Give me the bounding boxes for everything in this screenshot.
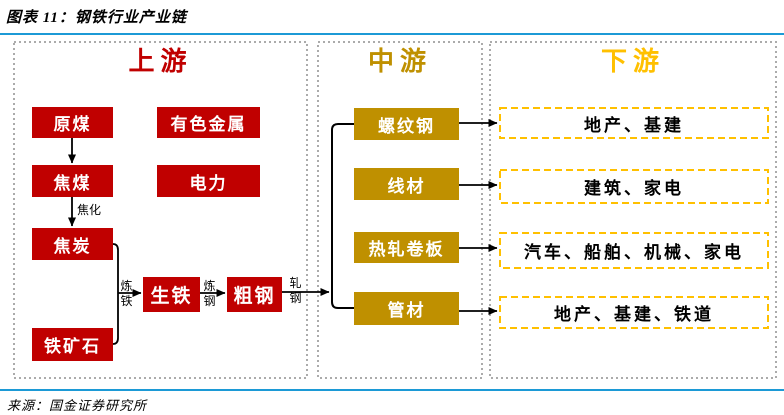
node-pipe: 管材 — [354, 292, 459, 325]
upstream-section-title: 上游 — [128, 47, 193, 76]
node-pig-iron: 生铁 — [143, 277, 200, 312]
label-steel-making: 炼钢 — [203, 279, 216, 308]
source-note: 来源：国金证券研究所 — [7, 398, 148, 413]
top-rule — [0, 33, 784, 35]
downstream-box-2-border — [499, 169, 769, 204]
node-hot-rolled-coil: 热轧卷板 — [354, 232, 459, 263]
node-rebar: 螺纹钢 — [354, 108, 459, 140]
node-wire-rod: 线材 — [354, 168, 459, 200]
node-downstream-auto-ship-machinery-appliance: 汽车、船舶、机械、家电 — [524, 243, 744, 262]
downstream-box-4-border — [499, 296, 769, 329]
label-coking: 焦化 — [77, 203, 102, 217]
node-downstream-estate-infra-railway: 地产、基建、铁道 — [554, 305, 714, 324]
label-iron-making: 炼铁 — [120, 279, 133, 308]
node-coke: 焦炭 — [32, 228, 113, 260]
node-crude-steel: 粗钢 — [227, 277, 282, 312]
node-iron-ore: 铁矿石 — [32, 328, 113, 361]
node-raw-coal: 原煤 — [32, 107, 113, 138]
bracket-coke-ironore — [112, 243, 119, 345]
node-nonferrous-metal: 有色金属 — [157, 107, 260, 138]
downstream-section-title: 下游 — [600, 47, 665, 76]
downstream-panel-border — [489, 41, 777, 379]
figure-title: 图表 11：钢铁行业产业链 — [6, 10, 187, 26]
downstream-box-1-border — [499, 107, 769, 139]
midstream-section-title: 中游 — [367, 47, 432, 76]
downstream-box-3-border — [499, 232, 769, 269]
bracket-midstream — [331, 123, 354, 309]
upstream-panel-border — [13, 41, 308, 379]
node-coking-coal: 焦煤 — [32, 165, 113, 197]
node-downstream-construction-appliance: 建筑、家电 — [584, 179, 684, 198]
node-electric-power: 电力 — [157, 165, 260, 197]
midstream-panel-border — [317, 41, 483, 379]
bottom-rule — [0, 389, 784, 391]
label-steel-rolling: 轧钢 — [289, 276, 302, 305]
node-downstream-realestate-infra: 地产、基建 — [584, 115, 684, 135]
